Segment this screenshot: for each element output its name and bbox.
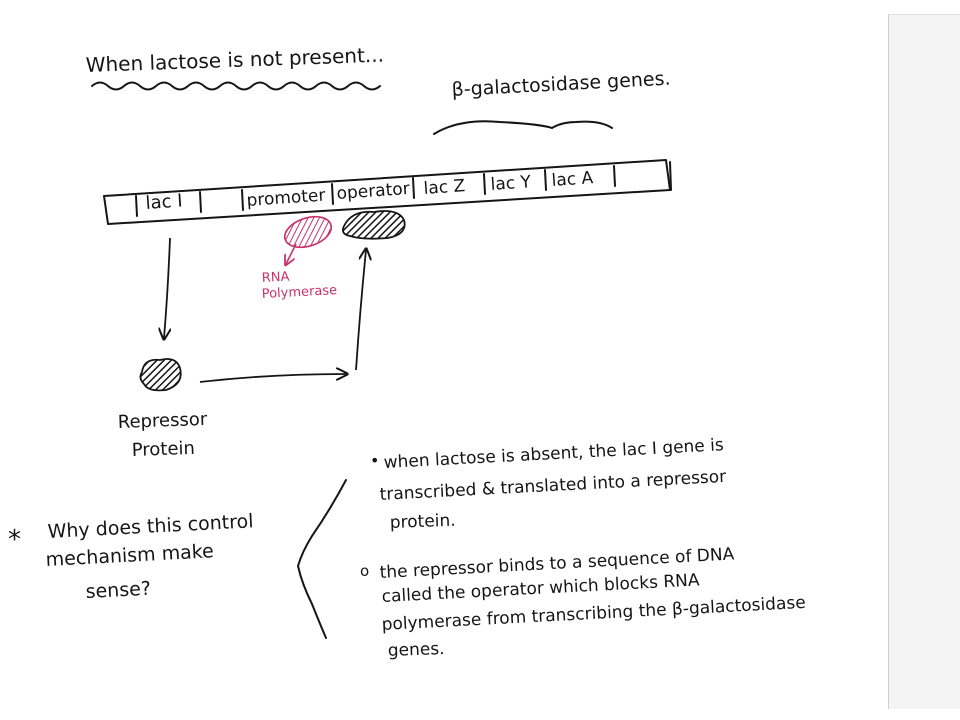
rna-polymerase-label-line-2: Polymerase	[261, 283, 337, 302]
segment-promoter: promoter	[246, 186, 326, 211]
segment-lac-a: lac A	[551, 168, 594, 191]
notes-bracket	[297, 479, 347, 639]
question-asterisk: *	[8, 525, 21, 555]
note-2-line-4: genes.	[387, 639, 444, 661]
expression-arrow-down	[164, 237, 170, 338]
rna-polymerase-pointer-arrow	[286, 243, 297, 264]
segment-operator: operator	[336, 179, 410, 204]
question-line-2: mechanism make	[45, 540, 214, 571]
repressor-label-line-1: Repressor	[117, 409, 208, 433]
segment-lac-z: lac Z	[423, 176, 466, 199]
note-2-bullet: o	[360, 562, 369, 580]
gene-group-label: β-galactosidase genes.	[451, 68, 671, 101]
page-title: When lactose is not present...	[85, 43, 384, 77]
question-line-1: Why does this control	[47, 510, 254, 543]
note-1-line-2: transcribed & translated into a represso…	[379, 467, 726, 505]
repressor-binding-arrow	[355, 250, 366, 371]
repressor-label-line-2: Protein	[131, 438, 195, 461]
segment-lac-y: lac Y	[490, 172, 532, 195]
segment-lac-i: lac I	[145, 190, 183, 214]
gene-group-brace	[433, 120, 613, 135]
notes-list: • when lactose is absent, the lac I gene…	[360, 435, 806, 661]
note-1-line-3: protein.	[389, 511, 456, 533]
rna-polymerase-blob	[283, 215, 333, 249]
scanned-paper-edge	[888, 14, 960, 709]
question-line-3: sense?	[85, 578, 151, 603]
repressor-move-arrow	[199, 374, 346, 383]
repressor-protein-blob	[139, 358, 182, 392]
dna-segment-dividers	[135, 161, 672, 217]
rna-polymerase-label-line-1: RNA	[261, 270, 290, 286]
note-1-bullet: •	[370, 451, 379, 470]
note-1-line-1: when lactose is absent, the lac I gene i…	[383, 435, 724, 473]
title-wavy-underline	[91, 81, 381, 91]
bound-repressor-blob	[341, 210, 406, 240]
